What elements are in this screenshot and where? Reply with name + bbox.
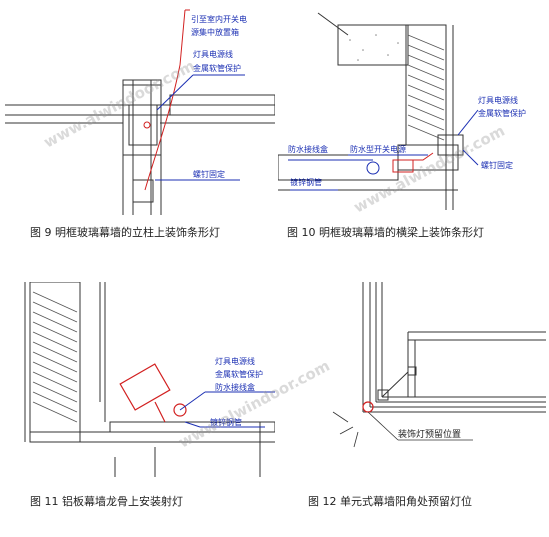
figure-11: 灯具电源线 金属软管保护 防水接线盒 镀锌钢管 <box>5 281 276 477</box>
fig9-label-hose: 金属软管保护 <box>193 63 241 73</box>
figure-12-drawing: 装饰灯预留位置 <box>332 282 546 448</box>
figure-11-caption: 图 11 铝板幕墙龙骨上安装射灯 <box>30 495 183 508</box>
fig10-label-junction-box: 防水接线盒 <box>288 144 328 154</box>
figure-9: 引至室内开关电 源集中放置箱 灯具电源线 金属软管保护 螺钉固定 <box>5 5 276 221</box>
figure-10-caption: 图 10 明框玻璃幕墙的横梁上装饰条形灯 <box>287 226 484 239</box>
fig11-label-pipe: 镀锌钢管 <box>210 417 242 427</box>
figure-11-drawing: 灯具电源线 金属软管保护 防水接线盒 镀锌钢管 <box>24 281 276 477</box>
fig11-label-hose: 金属软管保护 <box>215 369 263 379</box>
figure-10-drawing: 灯具电源线 金属软管保护 防水接线盒 防水型开关电源 镀锌钢管 螺钉固定 <box>277 12 526 210</box>
fig11-label-cable: 灯具电源线 <box>215 356 255 366</box>
figure-12: 装饰灯预留位置 <box>278 282 546 477</box>
figure-9-caption: 图 9 明框玻璃幕墙的立柱上装饰条形灯 <box>30 226 220 239</box>
fig11-label-junction-box: 防水接线盒 <box>215 382 255 392</box>
fig10-label-screw: 螺钉固定 <box>481 160 513 170</box>
fig9-label-switch-2: 源集中放置箱 <box>191 27 239 37</box>
fig10-label-pipe: 镀锌钢管 <box>290 177 322 187</box>
fig12-label-reserved: 装饰灯预留位置 <box>398 428 461 440</box>
fig9-label-screw: 螺钉固定 <box>193 169 225 179</box>
figure-12-caption: 图 12 单元式幕墙阳角处预留灯位 <box>308 495 472 508</box>
figure-10: 灯具电源线 金属软管保护 防水接线盒 防水型开关电源 镀锌钢管 螺钉固定 <box>277 5 546 215</box>
fig9-label-cable: 灯具电源线 <box>193 49 233 59</box>
fig10-label-hose: 金属软管保护 <box>478 108 526 118</box>
fig10-label-cable: 灯具电源线 <box>478 95 518 105</box>
fig9-label-switch-1: 引至室内开关电 <box>191 14 247 24</box>
fig10-label-power: 防水型开关电源 <box>350 144 406 154</box>
figure-9-drawing: 引至室内开关电 源集中放置箱 灯具电源线 金属软管保护 螺钉固定 <box>5 9 276 221</box>
